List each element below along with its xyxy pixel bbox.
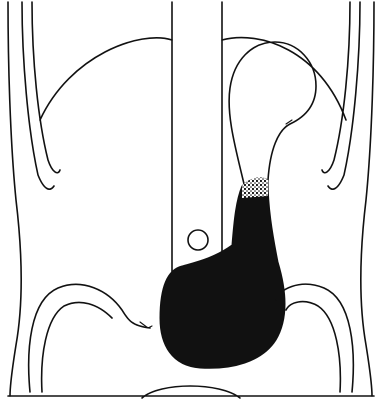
- left-diaphragm-dome: [40, 38, 172, 120]
- left-rib-inner: [32, 2, 60, 173]
- torso-right-contour: [361, 2, 374, 396]
- left-iliac-crest-outer: [29, 284, 150, 392]
- right-rib-inner: [322, 2, 350, 173]
- left-iliac-crest-inner: [42, 302, 112, 392]
- barium-stipple-top: [242, 177, 268, 198]
- right-ribs: [322, 2, 360, 189]
- right-iliac-crest-inner: [286, 302, 340, 392]
- right-diaphragm-dome: [222, 38, 346, 120]
- right-iliac-crest-outer: [276, 284, 353, 392]
- umbilicus-circle: [188, 230, 208, 250]
- stomach-fundus-outline: [229, 42, 316, 184]
- torso-left-contour: [8, 2, 21, 396]
